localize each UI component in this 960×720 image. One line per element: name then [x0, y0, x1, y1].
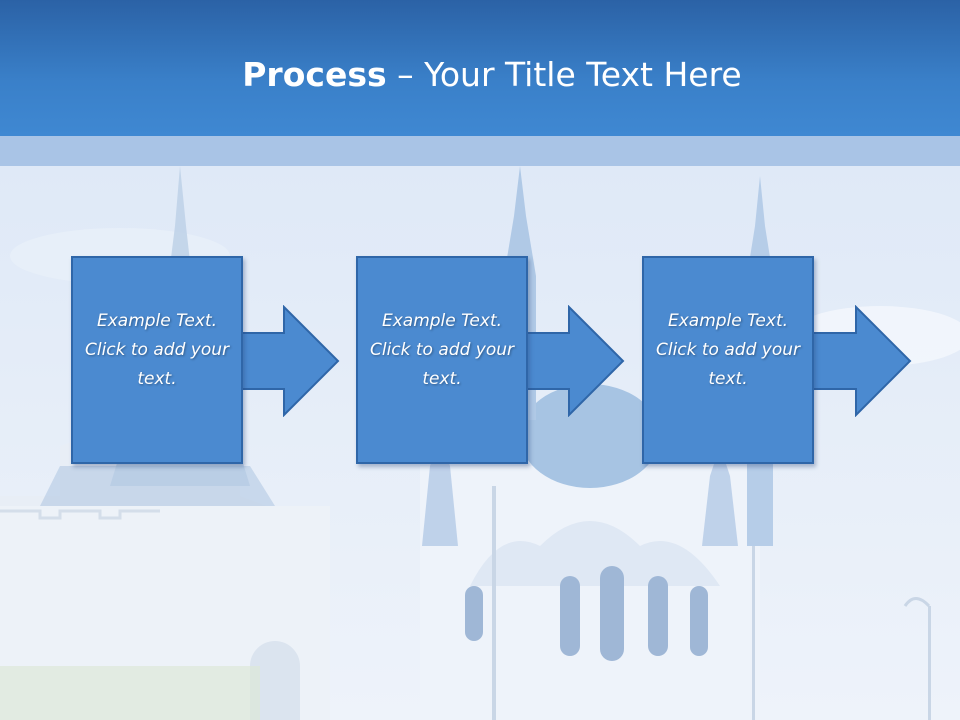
slide-title[interactable]: Process – Your Title Text Here	[0, 52, 960, 98]
title-bold-text: Process	[242, 55, 387, 94]
process-step-1[interactable]: Example Text. Click to add your text.	[71, 256, 243, 464]
right-arrow-icon	[240, 305, 340, 417]
step-text[interactable]: Example Text. Click to add your text.	[655, 310, 800, 389]
title-bar	[0, 0, 960, 136]
title-bar-band	[0, 136, 960, 166]
step-text[interactable]: Example Text. Click to add your text.	[369, 310, 514, 389]
process-step-3[interactable]: Example Text. Click to add your text.	[642, 256, 814, 464]
process-step-2[interactable]: Example Text. Click to add your text.	[356, 256, 528, 464]
right-arrow-icon	[525, 305, 625, 417]
right-arrow-icon	[812, 305, 912, 417]
title-rest-text: – Your Title Text Here	[386, 55, 742, 94]
step-text[interactable]: Example Text. Click to add your text.	[84, 310, 229, 389]
